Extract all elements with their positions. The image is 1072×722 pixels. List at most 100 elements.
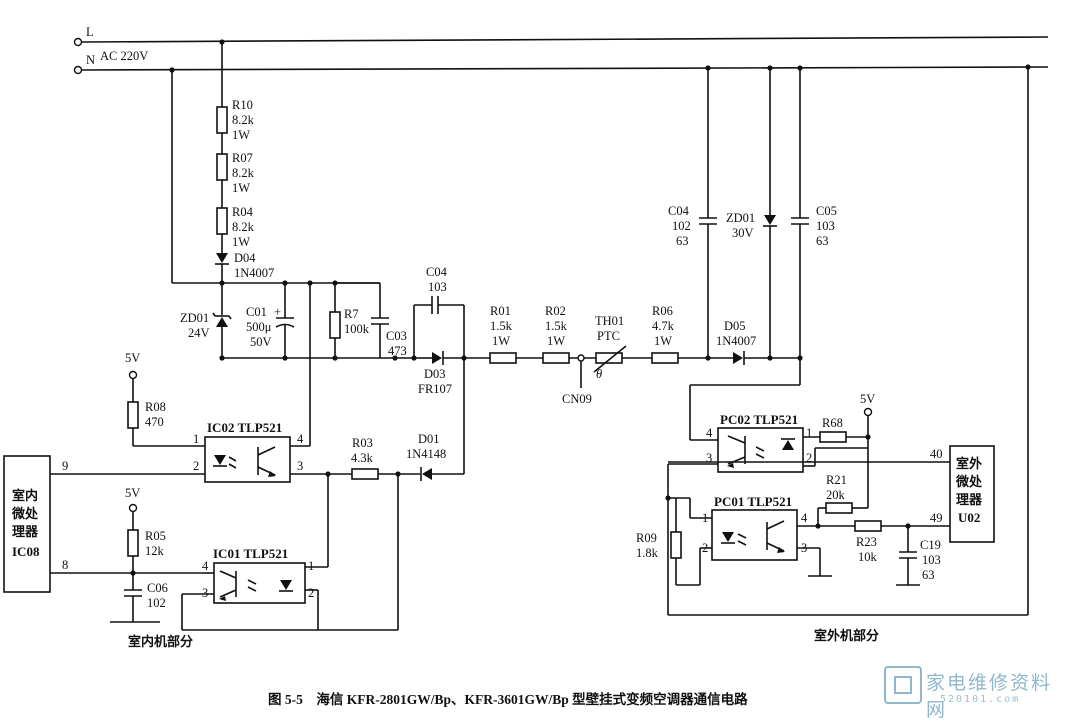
- pc02-pin4: 4: [706, 426, 713, 440]
- outdoor-filter: [699, 65, 809, 385]
- outdoor-mcu-label: U02: [958, 510, 980, 525]
- zd01-zener-24v: [212, 283, 232, 361]
- c03-capacitor: [335, 282, 389, 358]
- svg-text:4.7k: 4.7k: [652, 319, 675, 333]
- svg-text:63: 63: [676, 234, 689, 248]
- svg-text:1W: 1W: [547, 334, 565, 348]
- dropper-resistor-chain: [215, 39, 229, 283]
- r05-value: 12k: [145, 544, 165, 558]
- svg-text:C04: C04: [668, 204, 690, 218]
- c19-capacitor: [896, 526, 920, 586]
- pc02-optocoupler: [717, 427, 804, 473]
- svg-text:R01: R01: [490, 304, 511, 318]
- svg-text:1.5k: 1.5k: [490, 319, 513, 333]
- svg-text:R07: R07: [232, 151, 253, 165]
- watermark-url: 520101.com: [940, 694, 1021, 705]
- outdoor-mcu-title-3: 理器: [956, 492, 983, 507]
- r08-supply: [127, 370, 205, 447]
- d04-label: D04 1N4007: [234, 251, 274, 280]
- svg-text:R06: R06: [652, 304, 673, 318]
- svg-text:R04: R04: [232, 205, 254, 219]
- svg-text:30V: 30V: [732, 226, 754, 240]
- svg-text:1W: 1W: [492, 334, 510, 348]
- ic01-label: IC01 TLP521: [213, 546, 288, 561]
- svg-text:8.2k: 8.2k: [232, 166, 255, 180]
- svg-text:C01: C01: [246, 305, 267, 319]
- svg-text:D04: D04: [234, 251, 256, 265]
- indoor-section-label: 室内机部分: [128, 634, 193, 649]
- pc01-label: PC01 TLP521: [714, 494, 792, 509]
- r08-name: R08: [145, 400, 166, 414]
- r09-value: 1.8k: [636, 546, 659, 560]
- r09-resistor: [668, 497, 712, 586]
- pc01-pin1: 1: [702, 511, 708, 525]
- c06-value: 102: [147, 596, 166, 610]
- svg-text:1N4007: 1N4007: [234, 266, 274, 280]
- outdoor-mcu-box: [949, 445, 995, 543]
- ic02-optocoupler: [204, 436, 291, 483]
- c01-capacitor: +: [274, 283, 295, 358]
- ic02-pin2: 2: [193, 459, 199, 473]
- ic01-pin1: 1: [308, 559, 314, 573]
- ic02-pin4: 4: [297, 432, 304, 446]
- pc01-pin2: 2: [702, 541, 708, 555]
- r01-label: R01 1.5k 1W: [490, 304, 513, 348]
- svg-text:1N4007: 1N4007: [716, 334, 756, 348]
- svg-text:R10: R10: [232, 98, 253, 112]
- c04-d03-group: [395, 296, 490, 365]
- svg-text:ZD01: ZD01: [726, 211, 755, 225]
- svg-text:1W: 1W: [232, 235, 250, 249]
- r7-name: R7: [344, 307, 359, 321]
- watermark: 家电维修资料网 520101.com: [884, 664, 1062, 721]
- zd01-value: 24V: [188, 326, 210, 340]
- r21-name: R21: [826, 473, 847, 487]
- c04-value: 103: [428, 280, 447, 294]
- vcc-5v-1: 5V: [125, 351, 140, 365]
- ic01-optocoupler: [213, 562, 306, 604]
- svg-text:1W: 1W: [232, 181, 250, 195]
- r03-value: 4.3k: [351, 451, 374, 465]
- d01-value: 1N4148: [406, 447, 446, 461]
- c03-value: 473: [388, 344, 407, 358]
- svg-text:50V: 50V: [250, 335, 272, 349]
- indoor-mcu-pin9: 9: [62, 459, 68, 473]
- indoor-mcu-label: IC08: [12, 544, 40, 559]
- r04-label: R04 8.2k 1W: [232, 205, 255, 249]
- d03-value: FR107: [418, 382, 452, 396]
- cn09-label: CN09: [562, 392, 592, 406]
- d03-name: D03: [424, 367, 446, 381]
- svg-text:1W: 1W: [654, 334, 672, 348]
- svg-text:103: 103: [816, 219, 835, 233]
- r10-label: R10 8.2k 1W: [232, 98, 255, 142]
- d05-label: D05 1N4007: [716, 319, 756, 348]
- svg-text:D05: D05: [724, 319, 746, 333]
- pc02-label: PC02 TLP521: [720, 412, 798, 427]
- svg-text:8.2k: 8.2k: [232, 220, 255, 234]
- svg-text:PTC: PTC: [597, 329, 620, 343]
- r23-name: R23: [856, 535, 877, 549]
- r07-label: R07 8.2k 1W: [232, 151, 255, 195]
- ic01-pin2: 2: [308, 586, 314, 600]
- svg-text:θ: θ: [596, 367, 602, 381]
- c04-name: C04: [426, 265, 448, 279]
- c01-label: C01 500μ 50V: [246, 305, 272, 349]
- th01-label: TH01 PTC θ: [595, 314, 624, 381]
- r05-name: R05: [145, 529, 166, 543]
- svg-text:+: +: [274, 305, 281, 319]
- c19-value2: 63: [922, 568, 935, 582]
- indoor-mcu-box: [3, 455, 51, 593]
- comm-line-series: [489, 345, 800, 373]
- outdoor-mcu-pin49: 49: [930, 511, 943, 525]
- c19-name: C19: [920, 538, 941, 552]
- watermark-logo-icon: [884, 666, 922, 704]
- c19-value1: 103: [922, 553, 941, 567]
- mains-lines: L N AC 220V: [73, 25, 1049, 75]
- figure-caption: 图 5-5 海信 KFR-2801GW/Bp、KFR-3601GW/Bp 型壁挂…: [268, 692, 748, 707]
- zd01-name: ZD01: [180, 311, 209, 325]
- ic02-pin3: 3: [297, 459, 303, 473]
- c04-out-label: C04 102 63: [668, 204, 691, 248]
- outdoor-mcu-title-2: 微处: [955, 474, 983, 489]
- r05-supply: [110, 503, 160, 623]
- r7-resistor: [329, 283, 341, 358]
